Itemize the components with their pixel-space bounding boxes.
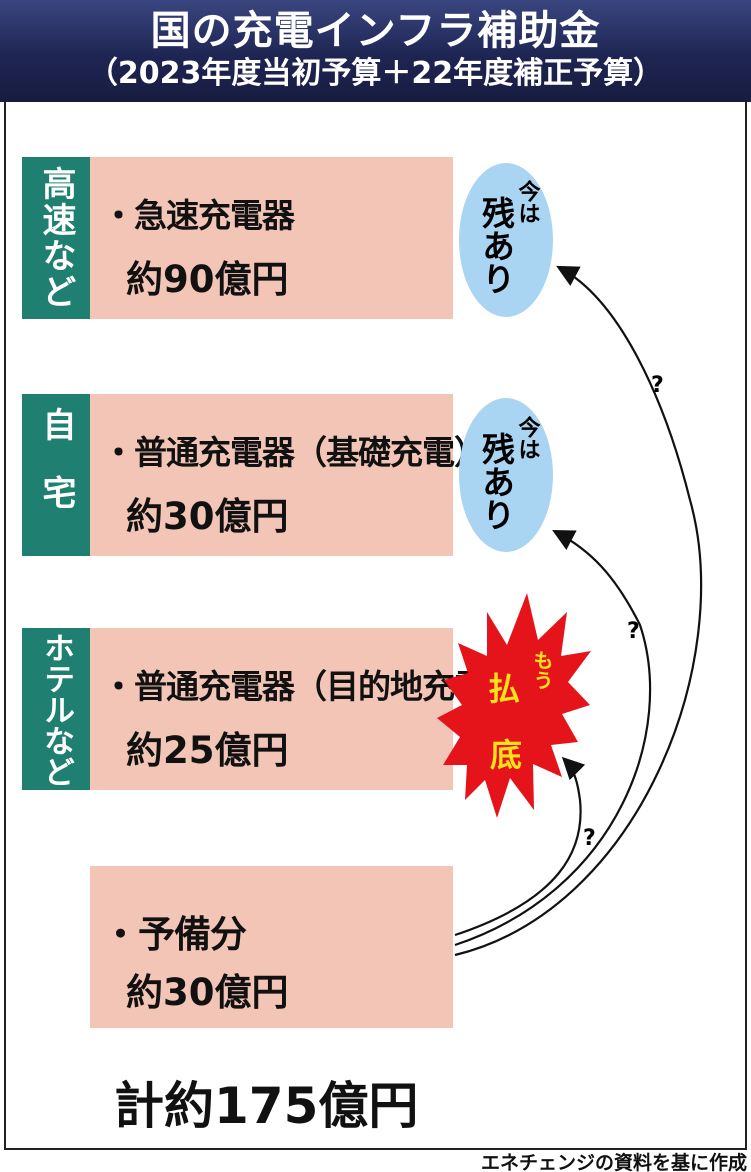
amount-label: 約90億円: [126, 258, 289, 301]
box-fast-charger: ・急速充電器 約90億円: [90, 157, 453, 319]
total-amount: 計約175億円: [114, 1077, 419, 1135]
remaining-bubble-2: [459, 398, 553, 552]
source-note: エネチェンジの資料を基に作成: [480, 1152, 747, 1172]
tag-highway: 高速など: [22, 157, 90, 319]
remaining-small-2: 今は: [515, 415, 541, 460]
title: 国の充電インフラ補助金: [150, 8, 601, 54]
amount-label: 約30億円: [126, 495, 289, 538]
header: 国の充電インフラ補助金 （2023年度当初予算＋22年度補正予算）: [0, 0, 751, 102]
box-destination-charger: ・普通充電器（目的地充電） 約25億円: [90, 628, 519, 790]
depleted-char-2: 底: [490, 736, 522, 774]
remaining-big-1: 残あり: [477, 196, 516, 295]
remaining-big-2: 残あり: [477, 432, 516, 531]
amount-label: 約30億円: [126, 971, 289, 1014]
box-reserve: ・予備分 約30億円: [90, 866, 453, 1028]
tag-home: 自宅: [22, 394, 90, 556]
depleted-small: もう: [530, 650, 554, 690]
question-mark-3: ?: [583, 826, 596, 851]
item-label: ・急速充電器: [102, 196, 295, 235]
remaining-bubble-1: [459, 163, 553, 317]
arrow-to-fast-charger: [454, 265, 703, 957]
depleted-burst: [437, 593, 591, 818]
amount-label: 約25億円: [126, 729, 289, 772]
subtitle: （2023年度当初予算＋22年度補正予算）: [87, 56, 664, 91]
remaining-small-1: 今は: [515, 179, 541, 224]
depleted-char-1: 払: [488, 670, 520, 708]
tag-hotel: ホテルなど: [22, 628, 90, 790]
question-mark-1: ?: [651, 373, 664, 398]
item-label: ・普通充電器（基礎充電）: [102, 433, 487, 472]
box-basic-charger: ・普通充電器（基礎充電） 約30億円: [90, 394, 487, 556]
arrow-to-destination-charger: [454, 756, 586, 937]
arrow-to-basic-charger: [454, 529, 652, 947]
question-mark-2: ?: [627, 619, 640, 644]
item-label: ・予備分: [102, 913, 247, 956]
